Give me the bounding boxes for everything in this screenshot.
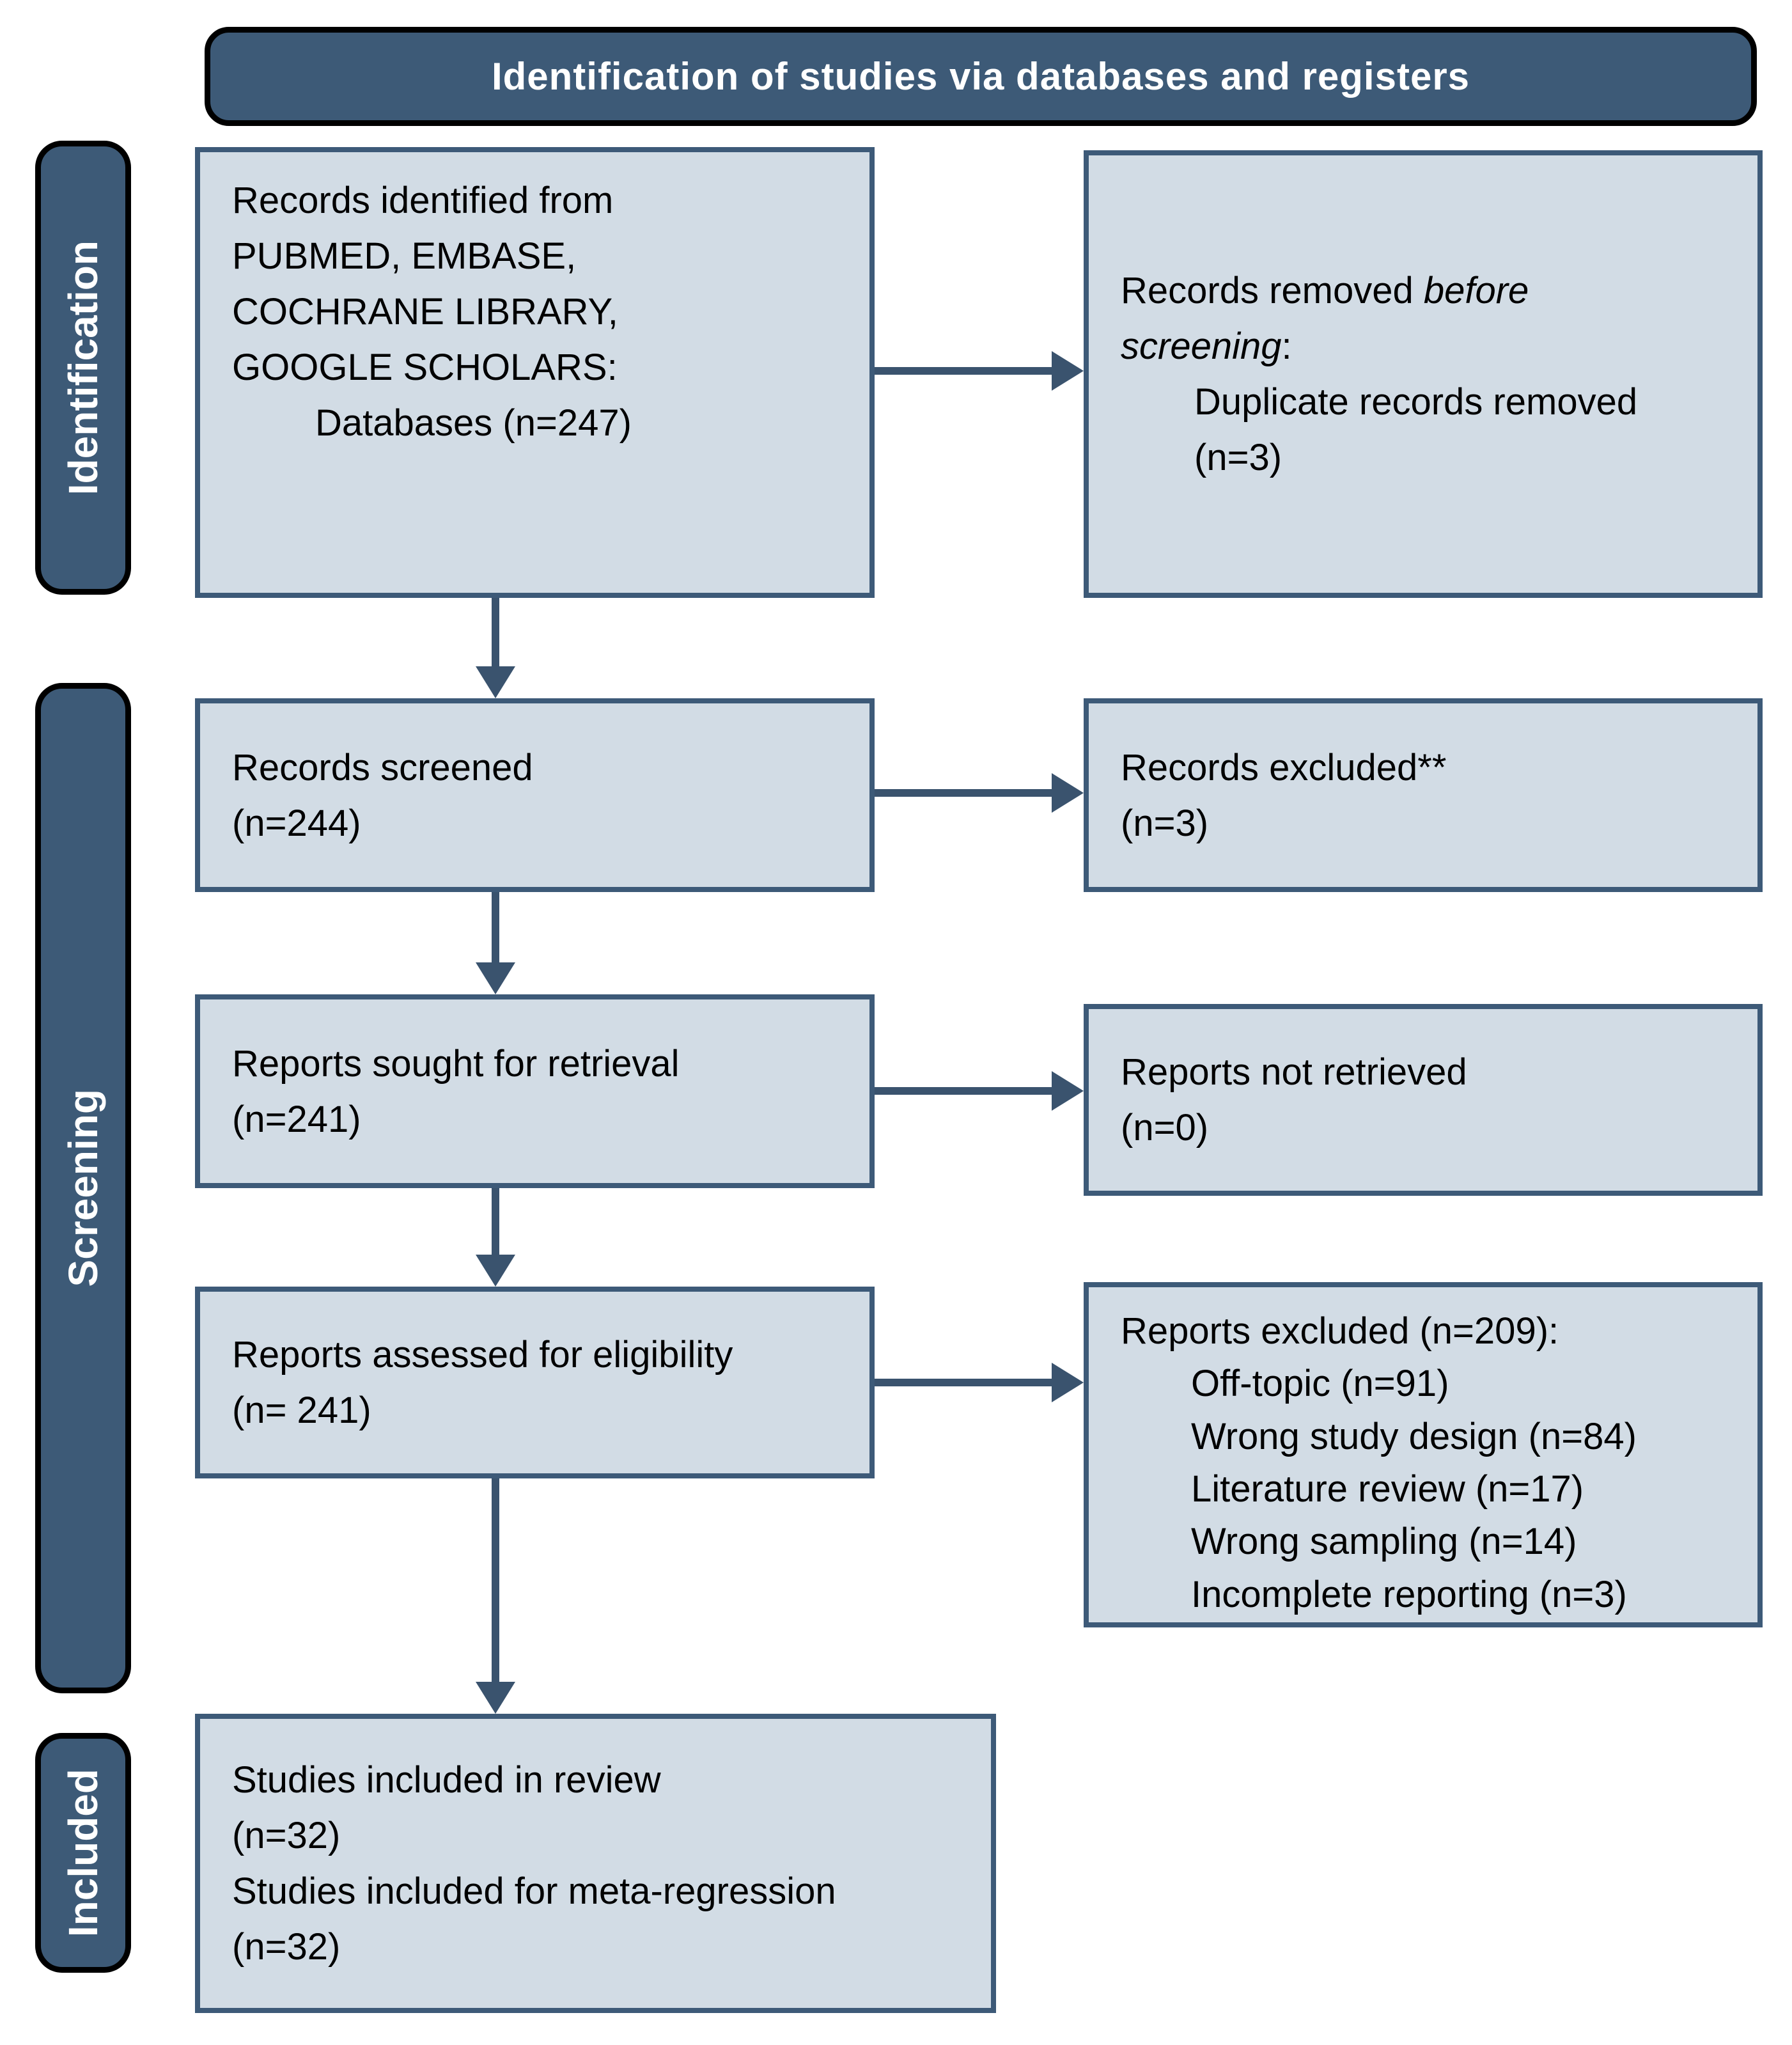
reports-excluded-reasons: Off-topic (n=91) Wrong study design (n=8… [1191, 1363, 1637, 1615]
stage-label-identification: Identification [35, 141, 131, 595]
arrow-identified-to-removed [875, 367, 1052, 375]
records-identified-text: Records identified from PUBMED, EMBASE, … [232, 180, 618, 388]
arrow-identified-to-screened [492, 598, 499, 666]
records-screened-text: Records screened (n=244) [232, 746, 533, 844]
records-identified-databases-count: Databases (n=247) [315, 402, 632, 444]
reports-excluded-header: Reports excluded (n=209): [1121, 1310, 1559, 1352]
stage-label-included: Included [35, 1733, 131, 1973]
arrow-assessed-to-included [492, 1478, 499, 1682]
arrow-screened-to-excluded [875, 789, 1052, 797]
records-removed-italic-2: screening [1121, 325, 1282, 367]
stage-label-included-text: Included [60, 1768, 106, 1938]
reports-sought-text: Reports sought for retrieval (n=241) [232, 1042, 680, 1140]
records-removed-detail: Duplicate records removed (n=3) [1194, 381, 1638, 478]
records-removed-suffix: : [1281, 325, 1292, 367]
reports-assessed-text: Reports assessed for eligibility (n= 241… [232, 1334, 733, 1431]
box-records-excluded: Records excluded** (n=3) [1084, 698, 1763, 892]
box-reports-sought: Reports sought for retrieval (n=241) [195, 994, 875, 1188]
box-records-removed: Records removed before screening: Duplica… [1084, 150, 1763, 598]
box-reports-excluded: Reports excluded (n=209): Off-topic (n=9… [1084, 1282, 1763, 1627]
box-reports-not-retrieved: Reports not retrieved (n=0) [1084, 1004, 1763, 1196]
reports-not-retrieved-text: Reports not retrieved (n=0) [1121, 1051, 1467, 1148]
box-records-identified: Records identified from PUBMED, EMBASE, … [195, 147, 875, 598]
arrow-sought-to-not-retrieved [875, 1087, 1052, 1095]
box-studies-included: Studies included in review (n=32) Studie… [195, 1714, 996, 2013]
arrow-assessed-to-reports-excluded [875, 1379, 1052, 1386]
arrow-sought-to-assessed [492, 1188, 499, 1255]
records-excluded-text: Records excluded** (n=3) [1121, 746, 1447, 844]
stage-label-screening: Screening [35, 683, 131, 1693]
arrow-screened-to-sought [492, 892, 499, 962]
stage-label-screening-text: Screening [60, 1089, 106, 1287]
box-reports-assessed: Reports assessed for eligibility (n= 241… [195, 1287, 875, 1478]
diagram-title: Identification of studies via databases … [491, 55, 1470, 98]
box-records-screened: Records screened (n=244) [195, 698, 875, 892]
diagram-title-bar: Identification of studies via databases … [205, 27, 1757, 126]
records-removed-italic-1: before [1423, 270, 1529, 311]
studies-included-text: Studies included in review (n=32) Studie… [232, 1759, 836, 1968]
records-removed-prefix: Records removed [1121, 270, 1424, 311]
records-removed-text: Records removed before screening: [1121, 263, 1738, 374]
stage-label-identification-text: Identification [60, 240, 106, 496]
